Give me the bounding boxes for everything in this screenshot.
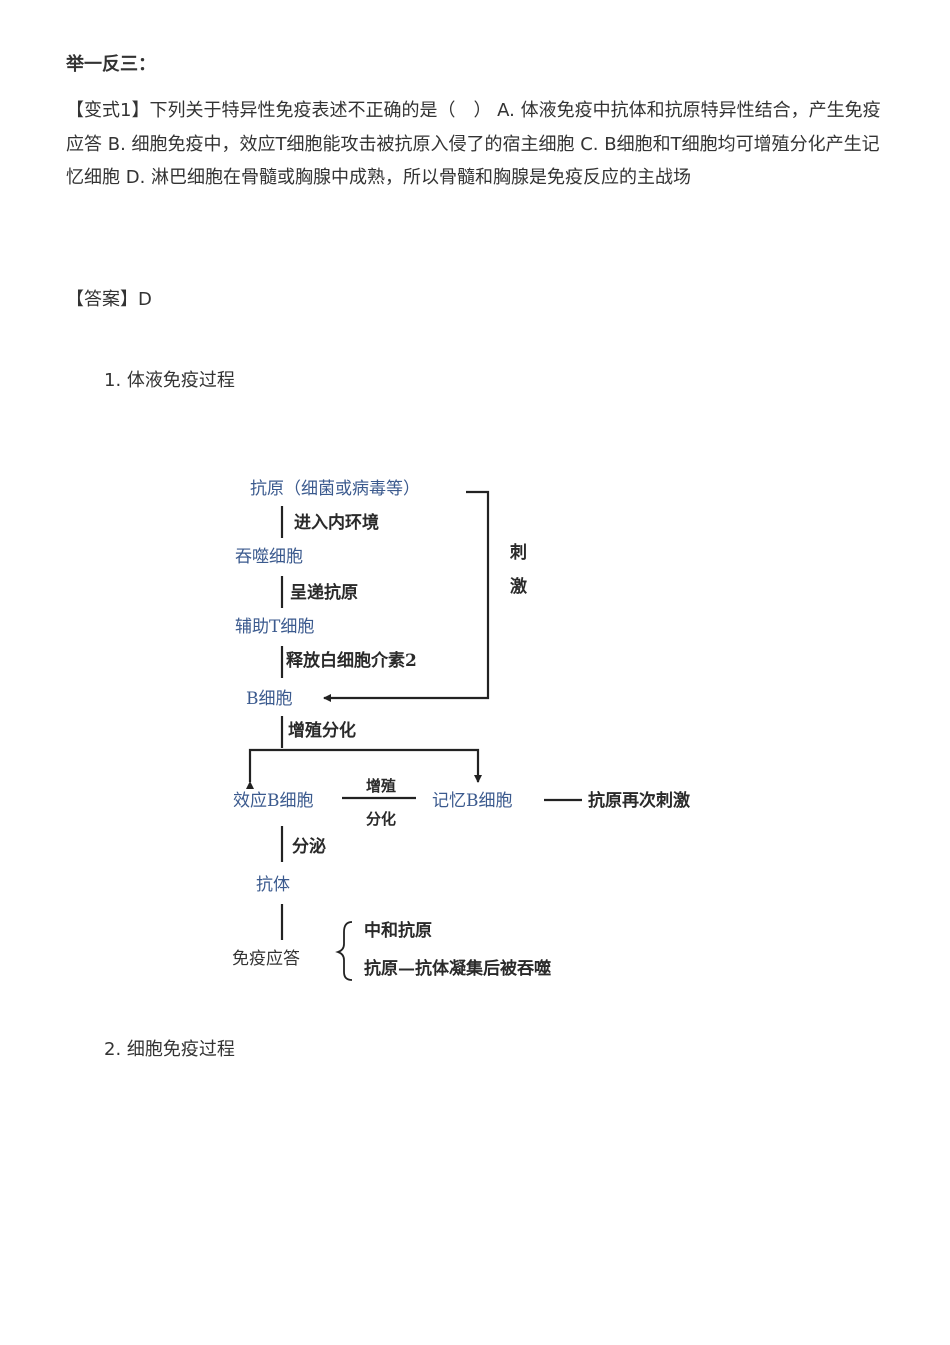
label-release: 释放白细胞介素2 <box>286 650 417 671</box>
list-item-humoral: 1. 体液免疫过程 <box>104 370 235 391</box>
label-antigen-again: 抗原再次刺激 <box>588 790 690 811</box>
humoral-immunity-diagram: 抗原（细菌或病毒等） 吞噬细胞 辅助T细胞 B细胞 效应B细胞 记忆B细胞 抗体… <box>220 466 740 1000</box>
label-mid-top: 增殖 <box>366 777 396 795</box>
label-enter: 进入内环境 <box>294 512 379 533</box>
node-effector-b: 效应B细胞 <box>233 791 314 811</box>
node-antigen: 抗原（细菌或病毒等） <box>250 479 420 499</box>
label-result-1: 中和抗原 <box>364 920 432 941</box>
label-proliferate: 增殖分化 <box>288 720 356 741</box>
node-b-cell: B细胞 <box>246 689 293 709</box>
label-stimulate-2: 激 <box>510 576 527 597</box>
node-helper-t: 辅助T细胞 <box>235 617 314 637</box>
label-secrete: 分泌 <box>292 836 326 857</box>
diagram-svg: 抗原（细菌或病毒等） 吞噬细胞 辅助T细胞 B细胞 效应B细胞 记忆B细胞 抗体… <box>232 479 690 981</box>
node-memory-b: 记忆B细胞 <box>432 791 513 811</box>
node-antibody: 抗体 <box>256 875 290 895</box>
line-stimulate-bracket <box>323 490 490 702</box>
line-branch-split <box>246 748 482 789</box>
answer-text: 【答案】D <box>66 289 152 310</box>
list-item-cellular: 2. 细胞免疫过程 <box>104 1039 235 1060</box>
label-result-2: 抗原—抗体凝集后被吞噬 <box>364 958 551 979</box>
node-phagocyte: 吞噬细胞 <box>235 547 303 567</box>
label-mid-bottom: 分化 <box>366 810 396 828</box>
node-immune-response: 免疫应答 <box>232 949 300 969</box>
section-heading: 举一反三： <box>66 54 156 75</box>
label-stimulate-1: 刺 <box>510 542 527 563</box>
question-text: 【变式1】下列关于特异性免疫表述不正确的是（ ） A. 体液免疫中抗体和抗原特异… <box>66 100 881 188</box>
label-present: 呈递抗原 <box>290 582 358 603</box>
result-brace <box>335 921 353 981</box>
